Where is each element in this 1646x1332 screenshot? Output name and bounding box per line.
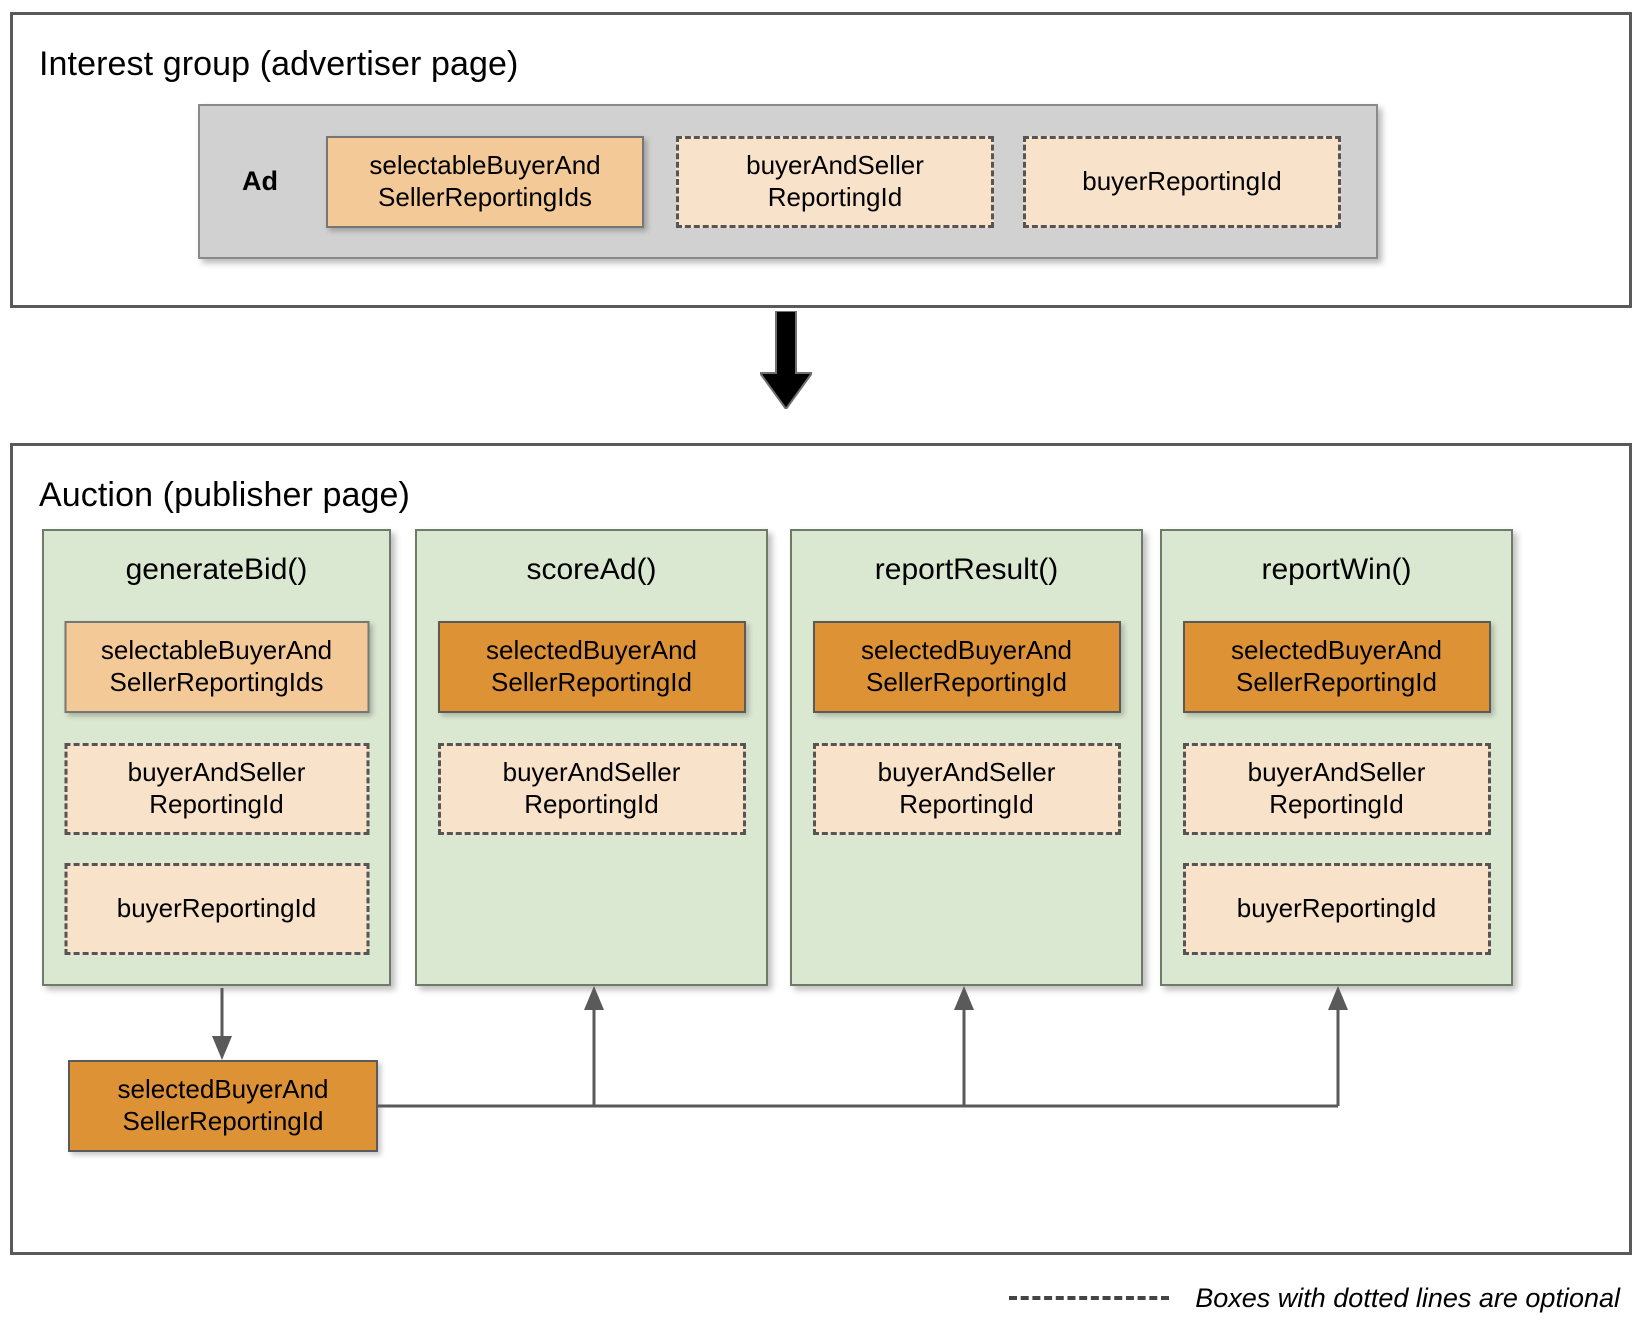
- interest-group-panel: Interest group (advertiser page) Ad sele…: [10, 12, 1632, 308]
- legend: Boxes with dotted lines are optional: [880, 1276, 1620, 1320]
- ig-field-buyer-reporting-id: buyerReportingId: [1023, 136, 1341, 228]
- function-name-score-ad: scoreAd(): [526, 553, 657, 586]
- report-win-field-buyer-reporting-id: buyerReportingId: [1182, 863, 1491, 955]
- legend-dashed-line-sample: [1009, 1296, 1170, 1300]
- function-name-generate-bid: generateBid(): [125, 553, 308, 586]
- generate-bid-field-buyer-reporting-id: buyerReportingId: [64, 863, 369, 955]
- flow-down-arrow-icon: [760, 311, 812, 409]
- ad-label: Ad: [242, 166, 278, 196]
- function-name-report-win: reportWin(): [1261, 553, 1412, 586]
- auction-title: Auction (publisher page): [39, 476, 410, 514]
- generate-bid-field-label-2: buyerReportingId: [116, 893, 317, 924]
- interest-group-title: Interest group (advertiser page): [39, 45, 519, 83]
- ig-field-label-2: buyerReportingId: [1082, 166, 1282, 197]
- legend-text: Boxes with dotted lines are optional: [1195, 1282, 1620, 1313]
- report-win-field-label-2: buyerReportingId: [1236, 893, 1437, 924]
- function-name-report-result: reportResult(): [874, 553, 1059, 586]
